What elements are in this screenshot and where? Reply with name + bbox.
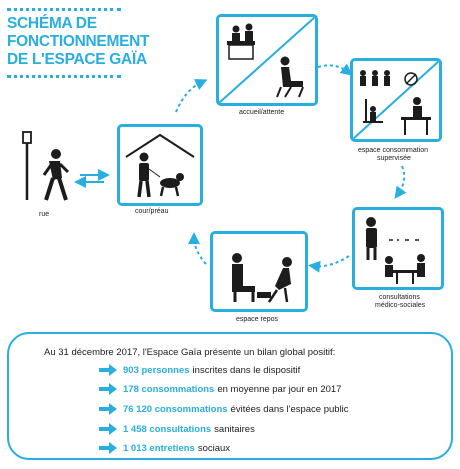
step-consult	[352, 207, 444, 290]
stat-highlight: 903 personnes	[123, 364, 190, 376]
step-repos	[210, 231, 308, 312]
dog-walker-shelter-icon	[125, 133, 195, 198]
title-dotted-rule-top	[7, 8, 121, 11]
label-consult-line-1: consultations	[379, 294, 420, 301]
title-line-3: DE L'ESPACE GAÏA	[7, 51, 147, 68]
stat-row-2: 178 consommations en moyenne par jour en…	[99, 381, 341, 397]
title-dotted-rule-bottom	[7, 75, 121, 78]
stat-highlight: 1 458 consultations	[123, 423, 212, 435]
stat-text: sanitaires	[214, 423, 255, 435]
summary-intro: Au 31 décembre 2017, l'Espace Gaïa prése…	[44, 347, 336, 358]
label-cour: cour/préau	[135, 208, 169, 215]
blue-arrow-icon	[99, 403, 117, 415]
arrow-rue-cour-bidirectional	[74, 169, 110, 188]
flow-arrows	[74, 63, 407, 273]
supervised-consumption-icon	[353, 61, 439, 139]
stat-highlight: 178 consommations	[123, 383, 215, 395]
step-cour	[117, 124, 203, 206]
arrow-repos-to-cour	[188, 232, 207, 265]
blue-arrow-icon	[99, 364, 117, 376]
title-line-1: SCHÉMA DE	[7, 15, 97, 32]
stat-text: évitées dans l'espace public	[230, 403, 349, 415]
blue-arrow-icon	[99, 383, 117, 395]
stat-highlight: 1 013 entretiens	[123, 442, 195, 454]
label-accueil: accueil/attente	[239, 109, 285, 116]
label-conso-line-2: supervisée	[377, 155, 411, 162]
medical-consultation-icon	[366, 217, 425, 284]
title-line-2: FONCTIONNEMENT	[7, 33, 150, 50]
diagram-title: SCHÉMA DE FONCTIONNEMENT DE L'ESPACE GAÏ…	[7, 15, 167, 69]
label-rue: rue	[39, 211, 50, 218]
arrow-conso-to-consult	[394, 165, 407, 199]
pedestrian-lamppost-icon	[22, 131, 70, 201]
arrow-consult-to-repos	[308, 255, 350, 273]
reception-waiting-icon	[219, 17, 315, 103]
stat-row-5: 1 013 entretiens sociaux	[99, 440, 230, 456]
arrow-cour-to-accueil	[175, 79, 208, 113]
stat-text: inscrites dans le dispositif	[192, 364, 301, 376]
stat-text: en moyenne par jour en 2017	[217, 383, 342, 395]
stat-row-4: 1 458 consultations sanitaires	[99, 421, 255, 437]
arrow-accueil-to-conso	[317, 63, 353, 76]
label-consult-line-2: médico-sociales	[375, 302, 426, 309]
step-conso	[350, 58, 442, 142]
rest-area-icon	[232, 253, 292, 303]
stat-highlight: 76 120 consommations	[123, 403, 228, 415]
step-accueil	[216, 14, 318, 106]
stat-text: sociaux	[197, 442, 231, 454]
blue-arrow-icon	[99, 442, 117, 454]
stat-row-1: 903 personnes inscrites dans le disposit…	[99, 362, 300, 378]
summary-panel	[7, 332, 453, 460]
stat-row-3: 76 120 consommations évitées dans l'espa…	[99, 401, 349, 417]
label-repos: espace repos	[236, 316, 279, 323]
blue-arrow-icon	[99, 423, 117, 435]
label-conso-line-1: espace consommation	[358, 147, 429, 154]
